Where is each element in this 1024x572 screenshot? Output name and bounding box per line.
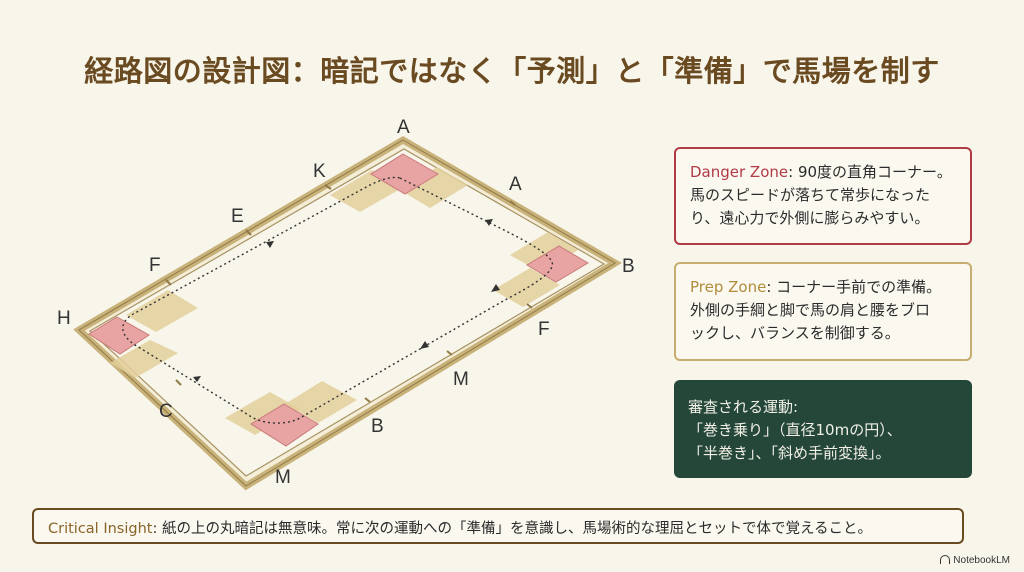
insight-text: : 紙の上の丸暗記は無意味。常に次の運動への「準備」を意識し、馬場術的な理屈とセ… [152,521,873,537]
marker-f-right [526,303,533,309]
danger-label: Danger Zone [690,163,789,181]
letter-b-right: B [622,256,635,277]
prep-zone-right-top [510,232,578,272]
marker-m-right [446,350,453,356]
marker-k [324,184,332,190]
riding-path [122,176,553,424]
marker-e [245,229,252,236]
brand-mark: NotebookLM [940,555,1010,566]
arrow-bottom-left [193,376,201,382]
letter-f-left: F [149,255,161,276]
arrow-left [266,241,274,248]
prep-zone-bottom-right [285,381,357,423]
marker-a-right [509,200,516,206]
brand-label: NotebookLM [953,555,1010,566]
prep-zone-card: Prep Zone: コーナー手前での準備。 外側の手綱と脚で馬の肩と腰をブロ … [674,262,972,361]
letter-b-bottom: B [371,416,384,437]
arrow-right [491,284,500,292]
prep-zone-bottom-left [225,392,300,435]
prep-label: Prep Zone [690,278,767,296]
moves-text-3: 「半巻き」、「斜め手前変換」。 [688,444,891,462]
danger-text-2: 馬のスピードが落ちて常歩になった [690,186,931,204]
prep-zone-left-top [126,290,198,332]
letter-k: K [313,161,326,182]
moves-text-2: 「巻き乗り」（直径10mの円）、 [688,421,902,439]
danger-zone-top [370,153,439,195]
danger-zone-left [88,316,150,355]
arena-rail-inner [88,148,606,477]
critical-insight-banner: Critical Insight: 紙の上の丸暗記は無意味。常に次の運動への「準… [32,508,964,544]
prep-text-1: : コーナー手前での準備。 [766,278,942,296]
prep-zone-left-bottom [110,340,178,378]
prep-text-2: 外側の手綱と脚で馬の肩と腰をブロ [690,301,931,319]
letter-m-right: M [453,369,469,390]
danger-zone-right [526,245,589,283]
letter-a-right: A [509,174,522,195]
page-title: 経路図の設計図：暗記ではなく「予測」と「準備」で馬場を制す [84,54,940,88]
marker-f-left [165,279,172,286]
danger-line-1: Danger Zone: 90度の直角コーナー。 [690,161,956,184]
arrow-bottom-right [420,341,429,349]
letter-m-bottom: M [275,467,291,488]
letter-f-right: F [538,319,550,340]
letter-a-top: A [397,117,410,138]
notebooklm-icon [940,555,951,564]
prep-line-1: Prep Zone: コーナー手前での準備。 [690,276,956,299]
judged-moves-card: 審査される運動: 「巻き乗り」（直径10mの円）、 「半巻き」、「斜め手前変換」… [674,380,972,478]
arena-letters: A A K E F H C M B M F B [57,117,635,488]
rail-markers [165,184,533,403]
path-arrows [193,219,500,382]
danger-text-3: り、遠心力で外側に膨らみやすい。 [690,209,930,227]
danger-text-1: : 90度の直角コーナー。 [788,163,952,181]
marker-c [175,379,182,386]
prep-text-3: ックし、バランスを制御する。 [690,324,900,342]
prep-zone-right-bottom [493,268,560,307]
danger-zone-bottom [250,403,319,447]
danger-zone-card: Danger Zone: 90度の直角コーナー。 馬のスピードが落ちて常歩になっ… [674,147,972,245]
insight-label: Critical Insight [48,521,153,537]
arena-diagram: A A K E F H C M B M F B [57,117,635,491]
letter-e: E [231,206,244,227]
arrow-top-right [485,219,493,226]
prep-zone-top-right [400,167,468,208]
letter-h: H [57,308,71,329]
arena-rail-line [78,139,616,487]
danger-zones [88,153,589,447]
marker-b-bottom [364,397,371,403]
letter-c: C [159,401,173,422]
moves-text-1: 審査される運動: [688,398,799,416]
